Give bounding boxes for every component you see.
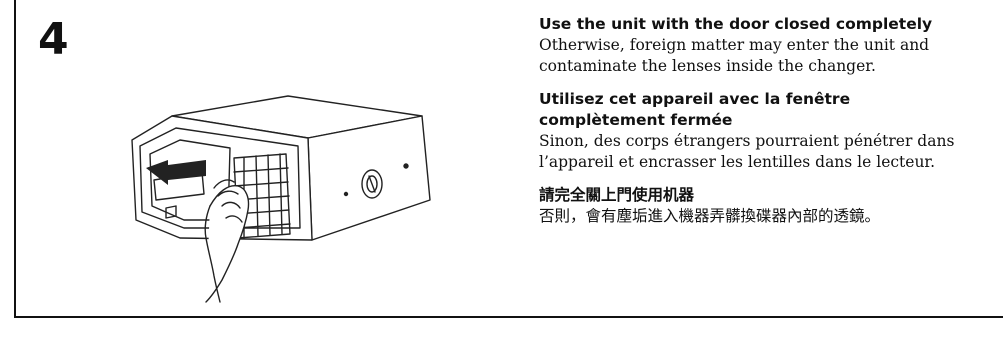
french-heading-line: Utilisez cet appareil avec la fenêtre [539, 90, 851, 108]
cd-changer-illustration [110, 88, 470, 303]
page-frame [14, 0, 1003, 318]
english-body-line: Otherwise, foreign matter may enter the … [539, 36, 930, 54]
instruction-text: Use the unit with the door closed comple… [539, 14, 1003, 239]
french-body-line: l’appareil et encrasser les lentilles da… [539, 153, 936, 171]
chinese-section: 請完全關上門使用机器 否則，會有塵垢進入機器弄髒換碟器內部的透鏡。 [539, 185, 1003, 227]
english-heading: Use the unit with the door closed comple… [539, 15, 933, 33]
french-section: Utilisez cet appareil avec la fenêtre co… [539, 89, 1003, 173]
english-body-line: contaminate the lenses inside the change… [539, 57, 876, 75]
chinese-body: 否則，會有塵垢進入機器弄髒換碟器內部的透鏡。 [539, 207, 881, 225]
french-body-line: Sinon, des corps étrangers pourraient pé… [539, 132, 955, 150]
english-section: Use the unit with the door closed comple… [539, 14, 1003, 77]
chinese-heading: 請完全關上門使用机器 [539, 186, 695, 204]
french-heading-line: complètement fermée [539, 111, 733, 129]
step-number: 4 [38, 14, 69, 65]
